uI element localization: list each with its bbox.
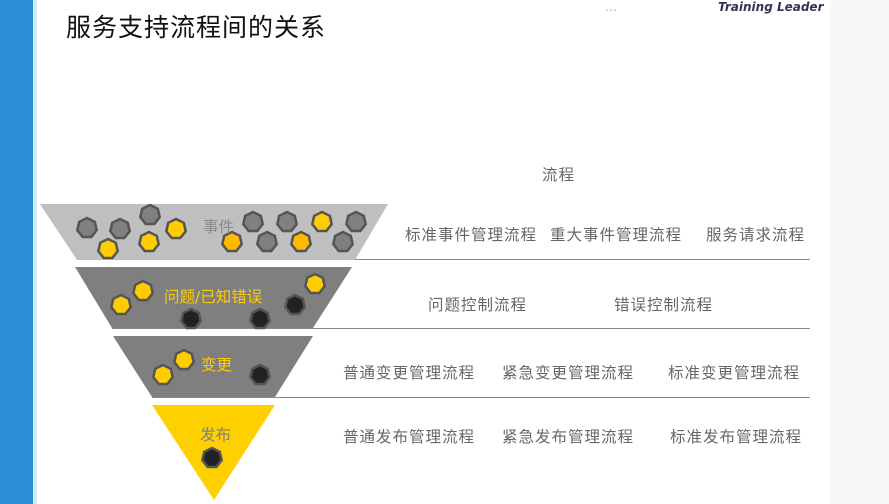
process-item: 标准事件管理流程 — [405, 226, 538, 244]
process-item: 紧急发布管理流程 — [502, 428, 635, 446]
process-item: 重大事件管理流程 — [550, 226, 683, 244]
layer-label-incident: 事件 — [203, 218, 234, 236]
layer-label-change: 变更 — [201, 356, 233, 374]
token-icon — [131, 279, 155, 302]
accent-bar-edge — [33, 0, 37, 504]
token-icon — [248, 363, 272, 386]
token-icon — [241, 210, 265, 233]
layer-label-problem: 问题/已知错误 — [164, 288, 262, 306]
token-icon — [289, 230, 313, 253]
token-icon — [331, 230, 355, 253]
token-icon — [200, 446, 224, 469]
token-icon — [137, 230, 161, 253]
process-item: 标准发布管理流程 — [670, 428, 803, 446]
page-title: 服务支持流程间的关系 — [66, 13, 327, 42]
side-margin — [830, 0, 889, 504]
token-icon — [151, 363, 175, 386]
accent-bar — [0, 0, 33, 504]
token-icon — [310, 210, 334, 233]
token-icon — [75, 216, 99, 239]
layer-label-release: 发布 — [200, 426, 231, 444]
process-item: 普通变更管理流程 — [343, 364, 476, 382]
token-icon — [96, 237, 120, 260]
token-icon — [172, 348, 196, 371]
token-icon — [303, 272, 327, 295]
token-icon — [138, 203, 162, 226]
process-item: 问题控制流程 — [428, 296, 528, 314]
process-item: 服务请求流程 — [706, 226, 806, 244]
token-icon — [248, 307, 272, 330]
brand-text: … — [605, 0, 617, 14]
token-icon — [164, 217, 188, 240]
token-icon — [344, 210, 368, 233]
token-icon — [179, 307, 203, 330]
process-item: 标准变更管理流程 — [668, 364, 801, 382]
token-icon — [109, 293, 133, 316]
process-item: 紧急变更管理流程 — [502, 364, 635, 382]
column-header: 流程 — [542, 166, 576, 184]
token-icon — [220, 230, 244, 253]
token-icon — [255, 230, 279, 253]
token-icon — [283, 293, 307, 316]
token-icon — [275, 210, 299, 233]
brand-logo-text: Training Leader — [718, 0, 824, 14]
process-item: 普通发布管理流程 — [343, 428, 476, 446]
process-item: 错误控制流程 — [614, 296, 714, 314]
token-icon — [108, 217, 132, 240]
